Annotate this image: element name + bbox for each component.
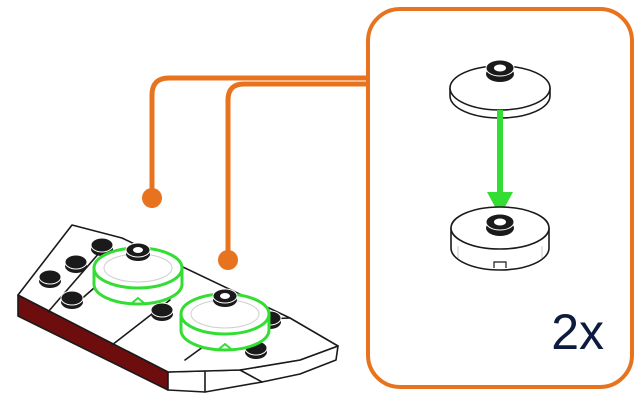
round-tile-with-stud-icon [450,206,550,271]
stud [60,290,84,309]
stud [38,269,62,288]
round-tile-with-stud-icon [449,59,551,119]
green-down-arrow-icon [487,110,513,216]
added-round-tile-1 [92,242,184,306]
orange-dot-icon [142,188,162,208]
quantity-label: 2x [551,304,604,360]
plate-assembly [17,224,339,393]
stud [150,302,174,321]
orange-dot-icon [218,250,238,270]
added-round-tile-2 [179,288,271,352]
callout-leader-lines [149,75,375,261]
stud [64,254,88,273]
leader-line-2 [225,81,375,261]
leader-line-1 [149,75,375,199]
